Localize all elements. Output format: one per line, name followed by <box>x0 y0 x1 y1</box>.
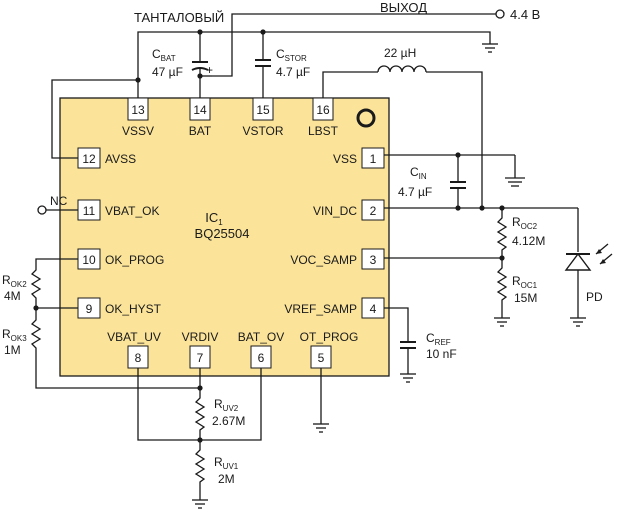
pin-num-9: 9 <box>86 302 93 316</box>
pin-num-2: 2 <box>370 204 377 218</box>
pin-num-10: 10 <box>82 253 96 267</box>
ruv2-label: RUV2 <box>214 397 239 413</box>
ic-body <box>59 97 390 377</box>
ruv1-label: RUV1 <box>214 455 239 471</box>
inductor-value: 22 µH <box>384 46 416 60</box>
pin-name-vss: VSS <box>333 152 357 166</box>
cstor-value: 4.7 µF <box>276 65 310 79</box>
photodiode-label: PD <box>586 290 603 304</box>
cbat-label: CBAT <box>152 47 176 63</box>
pin1-marker <box>356 108 376 128</box>
inductor-coil <box>377 65 427 73</box>
pin-name-ot-prog: OT_PROG <box>300 330 359 344</box>
ruv1-value: 2M <box>218 472 235 486</box>
nc-label: NC <box>50 194 68 208</box>
pin-num-7: 7 <box>197 351 204 365</box>
pin-name-vrdiv: VRDIV <box>182 330 219 344</box>
pin-name-bat: BAT <box>189 124 212 138</box>
pin-name-vref-samp: VREF_SAMP <box>284 302 357 316</box>
cbat-polarity: + <box>206 63 213 77</box>
rok2-value: 4M <box>4 289 21 303</box>
pin-name-vbat-uv: VBAT_UV <box>107 330 161 344</box>
cref-label: CREF <box>426 331 451 347</box>
output-wire <box>212 13 496 77</box>
output-voltage-label: 4.4 В <box>510 7 540 22</box>
output-label: ВЫХОД <box>380 0 427 15</box>
rok3-value: 1M <box>4 343 21 357</box>
pin-name-vstor: VSTOR <box>242 124 283 138</box>
pin-name-lbst: LBST <box>308 124 339 138</box>
roc2-label: ROC2 <box>512 215 538 231</box>
photodiode-symbol <box>564 252 592 271</box>
roc1-label: ROC1 <box>512 274 538 290</box>
pin-name-voc-samp: VOC_SAMP <box>290 253 357 267</box>
ic-reference: IC1 <box>205 210 223 227</box>
pin-num-5: 5 <box>318 351 325 365</box>
pin-box-2 <box>361 199 385 221</box>
pin-name-vssv: VSSV <box>122 124 154 138</box>
pin-num-12: 12 <box>82 152 96 166</box>
rok2-label: ROK2 <box>2 273 27 289</box>
cbat-value: 47 µF <box>152 65 183 79</box>
pin-num-4: 4 <box>370 302 377 316</box>
pin-num-13: 13 <box>131 103 145 117</box>
cin-label: CIN <box>410 165 427 181</box>
pin-num-14: 14 <box>193 103 207 117</box>
pin-num-1: 1 <box>370 152 377 166</box>
pin-num-11: 11 <box>83 204 96 218</box>
rok3-label: ROK3 <box>2 327 27 343</box>
pin-num-6: 6 <box>258 351 265 365</box>
pin-name-bat-ov: BAT_OV <box>238 330 284 344</box>
pin-box-1 <box>361 147 385 169</box>
pin-num-3: 3 <box>370 253 377 267</box>
pin-num-8: 8 <box>135 351 142 365</box>
pin-name-ok-prog: OK_PROG <box>105 253 164 267</box>
roc1-value: 15M <box>514 291 537 305</box>
pin-name-avss: AVSS <box>105 152 136 166</box>
pin-name-ok-hyst: OK_HYST <box>105 302 162 316</box>
pin-num-15: 15 <box>256 103 270 117</box>
output-terminal <box>495 9 505 19</box>
tantalum-label: ТАНТАЛОВЫЙ <box>134 10 224 25</box>
ground-rail-top <box>137 31 491 80</box>
cref-value: 10 nF <box>426 347 457 361</box>
ruv2-value: 2.67M <box>212 414 245 428</box>
cin-value: 4.7 µF <box>398 185 432 199</box>
pin-name-vin-dc: VIN_DC <box>313 204 357 218</box>
cstor-label: CSTOR <box>276 47 307 63</box>
roc2-value: 4.12M <box>512 234 545 248</box>
pin-box-3 <box>361 248 385 270</box>
pin-name-vbat-ok: VBAT_OK <box>105 204 159 218</box>
pin-num-16: 16 <box>316 103 330 117</box>
ic-part-number: BQ25504 <box>195 226 250 241</box>
